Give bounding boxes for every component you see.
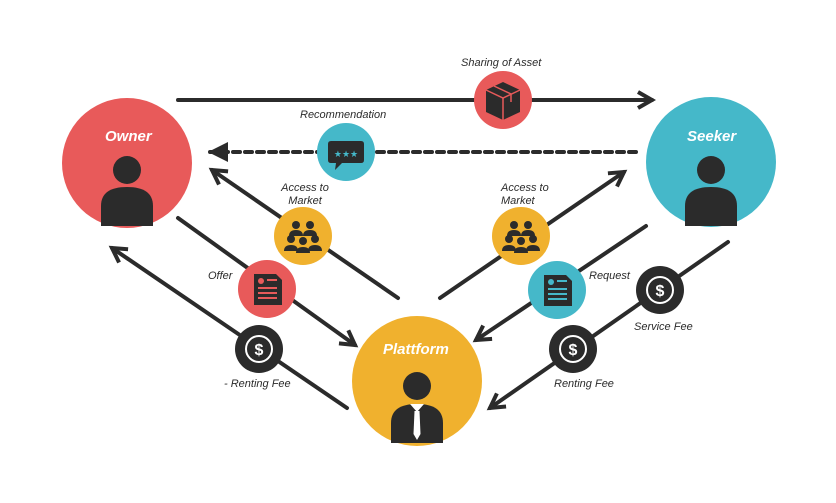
renting-fee-right-label: Renting Fee — [554, 378, 614, 390]
renting-fee-left-label: - Renting Fee — [224, 378, 291, 390]
sharing-of-asset-label: Sharing of Asset — [461, 57, 542, 69]
person-icon — [101, 156, 153, 226]
person-icon — [685, 156, 737, 226]
chat-bubble-icon: ★★★ — [328, 141, 364, 170]
access-right-line1: Access to — [501, 182, 549, 194]
renting-fee-left-arrow — [108, 245, 349, 410]
request-label: Request — [589, 270, 630, 282]
sharing-of-asset-icon — [474, 71, 532, 129]
seeker-label: Seeker — [687, 128, 737, 145]
group-icon — [502, 221, 540, 253]
renting-fee-left-icon: $ — [235, 325, 283, 373]
box-icon — [485, 82, 521, 120]
recommendation-label: Recommendation — [300, 109, 387, 121]
access-market-left-icon — [274, 207, 332, 265]
recommendation-icon: ★★★ — [317, 123, 375, 181]
seeker-node — [646, 97, 776, 227]
owner-label: Owner — [105, 128, 152, 145]
request-icon — [528, 261, 586, 319]
access-market-right-icon — [492, 207, 550, 265]
access-left-line1: Access to — [281, 182, 329, 194]
service-fee-icon: $ — [636, 266, 684, 314]
platform-node — [352, 316, 482, 446]
dollar-icon: $ — [255, 342, 264, 359]
businessman-icon — [391, 372, 443, 443]
access-right-line2: Market — [501, 195, 535, 207]
offer-icon — [238, 260, 296, 318]
dollar-icon: $ — [656, 283, 665, 300]
group-icon — [284, 221, 322, 253]
dollar-icon: $ — [569, 342, 578, 359]
svg-text:★★★: ★★★ — [334, 150, 358, 160]
document-icon — [254, 274, 282, 305]
platform-label: Plattform — [383, 341, 449, 358]
service-fee-label: Service Fee — [634, 321, 693, 333]
renting-fee-right-icon: $ — [549, 325, 597, 373]
owner-node — [62, 98, 192, 228]
offer-label: Offer — [208, 270, 233, 282]
access-left-line2: Market — [288, 195, 322, 207]
access-market-left-label: Access to Market — [280, 182, 330, 208]
document-icon — [544, 275, 572, 306]
renting-fee-right-arrow — [486, 240, 730, 411]
access-market-right-label: Access to Market — [501, 182, 549, 208]
